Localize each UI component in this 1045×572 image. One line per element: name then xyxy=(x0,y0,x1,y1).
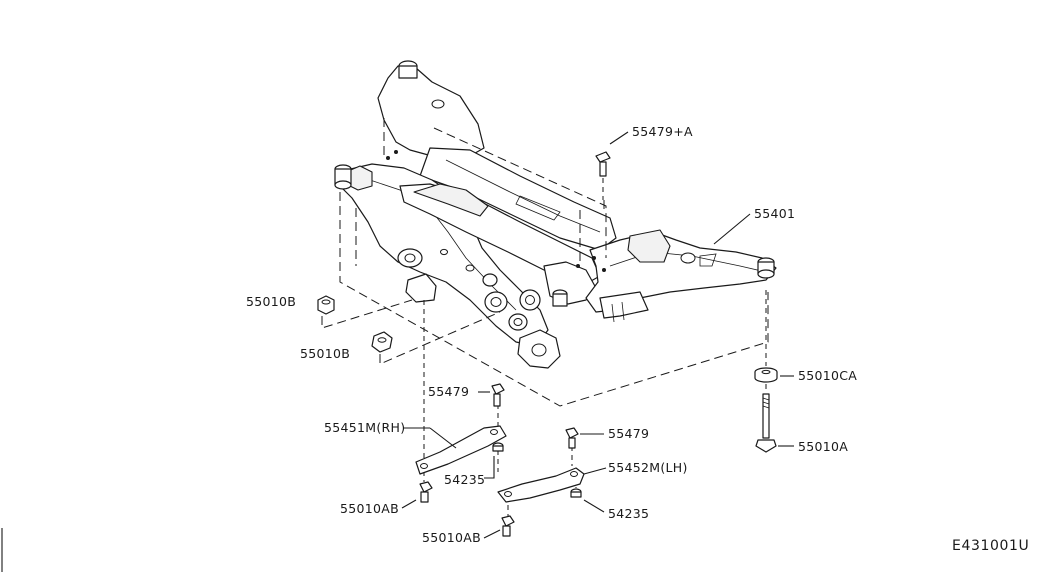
stud-2 xyxy=(394,150,398,154)
bolt-55479-a: 55479+A xyxy=(595,124,693,200)
rear-suspension-member-55401 xyxy=(334,60,777,369)
nut-55010b-lower-hole xyxy=(377,337,387,343)
stud-5 xyxy=(602,268,606,272)
bolt-55010a-head xyxy=(755,439,777,453)
callout-55479-right: 55479 xyxy=(608,426,649,441)
bolt-55010ab-right-flange xyxy=(502,525,511,537)
callout-55451m: 55451M(RH) xyxy=(324,420,405,435)
stay-rh-hole-2 xyxy=(420,463,428,469)
arm-bracket-left xyxy=(405,273,437,303)
callout-55479-left: 55479 xyxy=(428,384,469,399)
leader-55452m xyxy=(583,467,607,475)
callout-55010b-lower: 55010B xyxy=(300,346,350,361)
diagram-id: E431001U xyxy=(952,538,1029,554)
center-bushing-3-hole xyxy=(513,318,523,326)
right-lower-arm-pins xyxy=(611,301,625,323)
bolt-55479-left-head xyxy=(491,383,505,395)
bolt-55010ab-left-head xyxy=(419,481,433,493)
center-bushing-2-hole xyxy=(525,295,535,305)
callout-55479-a: 55479+A xyxy=(632,124,693,139)
bolt-55010a-shank xyxy=(762,393,770,439)
bolt-55010ab-right-head xyxy=(501,515,515,527)
rear-left-mount-tower xyxy=(377,65,485,161)
nut-55010b-upper-hole xyxy=(321,299,331,305)
front-left-bushing-bottom xyxy=(334,180,352,190)
right-rail-hole-1 xyxy=(680,252,696,264)
stay-lh-hole-1 xyxy=(570,471,578,477)
center-bushing-4 xyxy=(482,273,498,287)
right-end-bushing-bottom xyxy=(757,269,775,279)
bolt-55479-right-shank xyxy=(568,437,576,449)
bolt-55010ab-left-flange xyxy=(420,491,429,503)
tower-hole xyxy=(431,99,445,109)
leader-54235-left xyxy=(484,456,495,479)
leader-55010ab-left xyxy=(401,499,417,509)
front-right-bushing-body xyxy=(552,293,568,307)
bolt-55479-a-shank xyxy=(599,161,607,177)
stud-1 xyxy=(386,156,390,160)
washer-55010ca-hole xyxy=(761,369,771,375)
callout-55010ab-left: 55010AB xyxy=(340,501,399,516)
stay-55452m-lh-bar xyxy=(497,467,585,503)
stay-55451m-rh: 55479 55451M(RH) 54235 55010AB xyxy=(324,300,507,516)
washer-54235-left-body xyxy=(492,445,504,452)
phantom-outline xyxy=(339,118,769,407)
bolt-55479-right-head xyxy=(565,427,579,439)
right-rear-bracket xyxy=(627,229,671,263)
nut-55010b-upper: 55010B xyxy=(246,294,413,329)
nut-55010b-upper-body xyxy=(317,295,335,315)
leader-55479-a xyxy=(609,131,629,145)
stay-rh-hole-1 xyxy=(490,429,498,435)
stud-4 xyxy=(592,256,596,260)
leader-55401 xyxy=(713,213,751,245)
right-rail-slot xyxy=(699,253,717,267)
stay-55451m-rh-bar xyxy=(415,425,507,475)
callout-54235-right: 54235 xyxy=(608,506,649,521)
callout-55010ca: 55010CA xyxy=(798,368,857,383)
stay-55452m-lh: 55479 55452M(LH) 54235 55010AB xyxy=(422,426,688,545)
nut-55010b-lower: 55010B xyxy=(300,311,501,365)
callout-55401: 55401 xyxy=(754,206,795,221)
bolt-55010a-thread xyxy=(762,397,770,409)
leader-55010ab-right xyxy=(483,529,501,539)
bolt-55479-left-shank xyxy=(493,393,501,407)
bolt-55479-a-head xyxy=(595,151,611,163)
rail-hole-1 xyxy=(465,264,475,272)
center-bushing-1-hole xyxy=(490,297,502,307)
stud-3 xyxy=(576,264,580,268)
washer-54235-right-body xyxy=(570,491,582,498)
mount-bolt-set-right: 55010CA 55010A xyxy=(754,290,857,454)
callout-55010a: 55010A xyxy=(798,439,848,454)
stay-lh-hole-2 xyxy=(504,491,512,497)
callout-55452m: 55452M(LH) xyxy=(608,460,688,475)
washer-55010ca-side xyxy=(754,372,778,383)
arm-bushing-left-hole xyxy=(404,253,416,263)
leader-54235-right xyxy=(583,499,605,513)
leader-55451m-b xyxy=(429,427,457,449)
rail-hole-2 xyxy=(440,248,448,256)
cross-member-slot xyxy=(515,195,561,221)
front-cross-web xyxy=(413,183,489,217)
callout-55010b-upper: 55010B xyxy=(246,294,296,309)
callout-54235-left: 54235 xyxy=(444,472,485,487)
knuckle-hole xyxy=(531,343,547,357)
right-lower-arm-stub xyxy=(599,291,649,319)
callout-55010ab-right: 55010AB xyxy=(422,530,481,545)
rear-left-bushing-body xyxy=(398,65,418,79)
